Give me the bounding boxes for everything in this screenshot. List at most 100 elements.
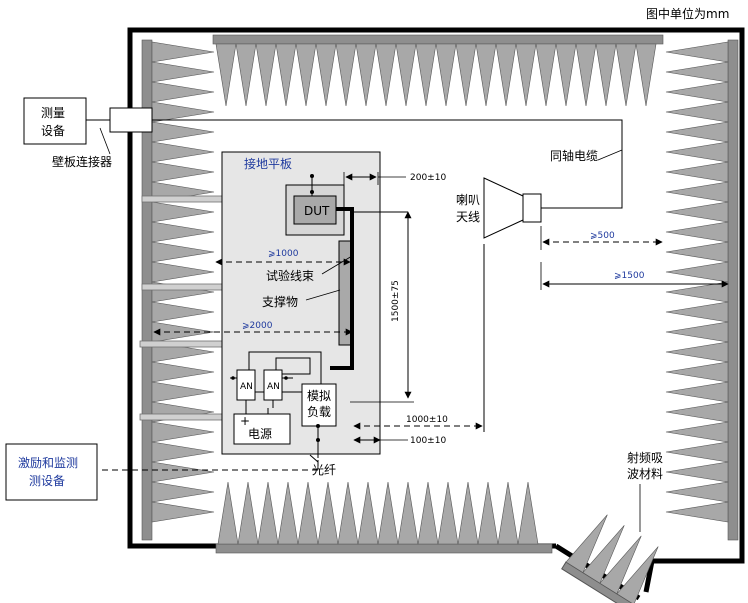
absorber-cone (151, 421, 215, 443)
absorber-cone (615, 43, 637, 107)
absorber-cone (665, 161, 729, 183)
absorber-cone (397, 481, 419, 545)
absorber-cone (665, 501, 729, 523)
dim-1000h-text: 1000±10 (406, 415, 448, 425)
absorber-cone (535, 43, 557, 107)
absorber-cone (337, 481, 359, 545)
absorber-cone (275, 43, 297, 107)
dimension-1500: ⩾1500 (540, 262, 729, 290)
wall-connector-label: 壁板连接器 (52, 154, 112, 169)
horn-label-1: 喇叭 (456, 192, 480, 207)
absorber-cone (435, 43, 457, 107)
absorber-cone (665, 461, 729, 483)
absorber-cone (237, 481, 259, 545)
absorber-cone (665, 441, 729, 463)
absorber-cone (555, 43, 577, 107)
horn-label-2: 天线 (456, 210, 480, 224)
absorber-cone (665, 341, 729, 363)
absorber-cone (295, 43, 317, 107)
stimulus-label-2: 测设备 (29, 474, 65, 488)
absorber-cone (517, 481, 539, 545)
absorber-cone (151, 261, 215, 283)
dimension-200: 200±10 (343, 172, 446, 185)
absorber-cone (151, 381, 215, 403)
absorber-cone (457, 481, 479, 545)
test-harness-label: 试验线束 (266, 268, 314, 283)
absorber-cone (151, 481, 215, 503)
horn-feed (522, 193, 542, 223)
absorber-cone (575, 43, 597, 107)
absorber-cone (317, 481, 339, 545)
absorber-cone (665, 121, 729, 143)
absorber-cone (635, 43, 657, 107)
absorber-cone (497, 481, 519, 545)
wall-connector-box (109, 107, 153, 133)
absorber-cone (151, 141, 215, 163)
absorber-cone (151, 221, 215, 243)
absorber-cone (151, 121, 215, 143)
absorber-cone (277, 481, 299, 545)
absorber-cone (151, 241, 215, 263)
absorber-cone (665, 221, 729, 243)
absorber-cone (297, 481, 319, 545)
absorber-cone (665, 281, 729, 303)
absorber-cone (355, 43, 377, 107)
absorber-cone (357, 481, 379, 545)
absorber-cone (665, 261, 729, 283)
power-box (233, 413, 291, 445)
absorber-cone (665, 401, 729, 423)
absorber-cone (217, 481, 239, 545)
absorber-cone (257, 481, 279, 545)
absorber-cone (665, 181, 729, 203)
door-absorbers (561, 514, 659, 603)
absorber-cone (151, 161, 215, 183)
dim-2000-text: ⩾2000 (242, 321, 273, 331)
absorber-cone (665, 201, 729, 223)
measurement-equipment-box (23, 97, 87, 145)
fiber-label: 光纤 (312, 463, 336, 477)
absorber-cone (665, 421, 729, 443)
ground-plane-label: 接地平板 (244, 156, 292, 171)
absorber-cone (665, 361, 729, 383)
measurement-label-1: 测量 (41, 106, 65, 120)
dim-1000-text: ⩾1000 (268, 249, 299, 259)
absorber-cone (151, 501, 215, 523)
absorber-cone (665, 41, 729, 63)
dimension-1000-horizontal: 1000±10 (353, 415, 483, 430)
support-label: 支撑物 (262, 294, 298, 309)
dim-1500-text: ⩾1500 (614, 271, 645, 281)
an-label-1: AN (240, 382, 253, 392)
absorber-cone (665, 141, 729, 163)
load-label-2: 负载 (307, 405, 331, 419)
absorber-cone (475, 43, 497, 107)
fiber-line (98, 440, 319, 471)
dut-label: DUT (304, 204, 330, 218)
absorber-cone (665, 101, 729, 123)
absorber-cone (151, 201, 215, 223)
absorber-cone (255, 43, 277, 107)
measurement-label-2: 设备 (41, 124, 65, 138)
dimension-2000: ⩾2000 (153, 321, 353, 336)
absorber-cone (335, 43, 357, 107)
absorber-cone (215, 43, 237, 107)
absorber-cone (665, 81, 729, 103)
absorber-cone (665, 321, 729, 343)
test-harness (330, 207, 354, 370)
absorber-cone (665, 61, 729, 83)
dimension-1500-vertical: 1500±75 (350, 211, 414, 403)
absorber-cone (415, 43, 437, 107)
absorber-cone (455, 43, 477, 107)
absorber-cone (477, 481, 499, 545)
absorber-cone (151, 361, 215, 383)
absorber-cone (665, 381, 729, 403)
dim-1500v-text: 1500±75 (391, 280, 401, 322)
absorber-cone (437, 481, 459, 545)
rf-absorber-cones (141, 34, 739, 603)
absorber-cone (377, 481, 399, 545)
stimulus-label-1: 激励和监测 (18, 456, 78, 470)
absorber-label-1: 射频吸 (627, 450, 663, 465)
absorber-cone (151, 81, 215, 103)
absorber-cone (665, 481, 729, 503)
dimension-500: ⩾500 (540, 226, 663, 250)
